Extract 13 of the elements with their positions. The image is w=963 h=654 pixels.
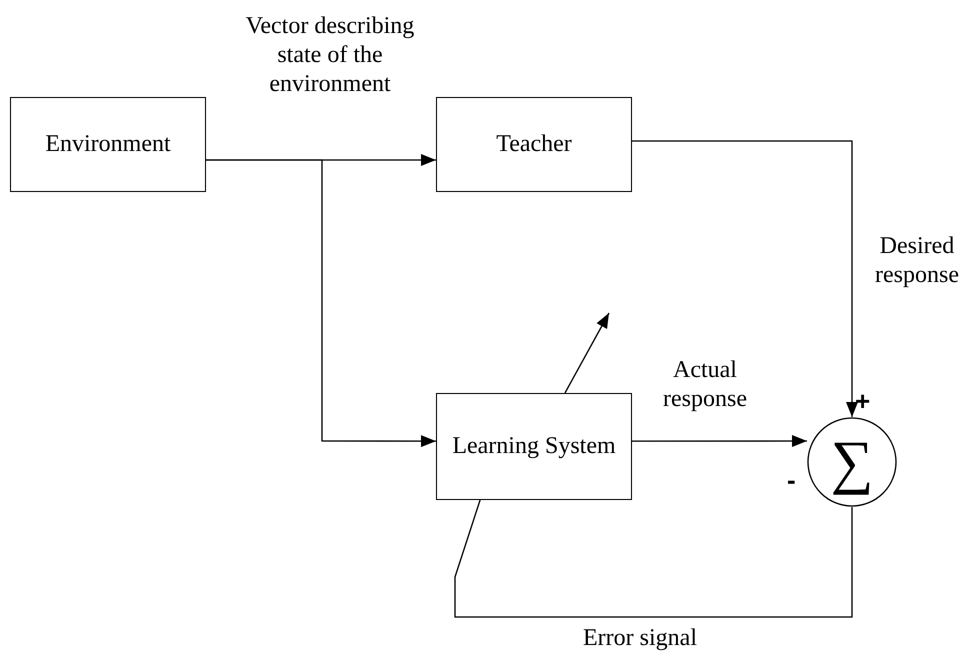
connector-arrow [564, 312, 610, 394]
sign-label: + [855, 388, 870, 414]
sign-label: - [787, 467, 796, 493]
process-box [436, 393, 632, 500]
connector-arrow [206, 159, 436, 448]
node-label: Teacher [496, 130, 572, 159]
process-box [10, 97, 206, 192]
connector-arrow [632, 435, 807, 448]
process-box [436, 97, 632, 192]
node-label: Learning System [452, 432, 616, 461]
connector-arrow [632, 140, 858, 417]
node-label: Environment [45, 130, 171, 159]
sigma-symbol: ∑ [830, 428, 874, 497]
